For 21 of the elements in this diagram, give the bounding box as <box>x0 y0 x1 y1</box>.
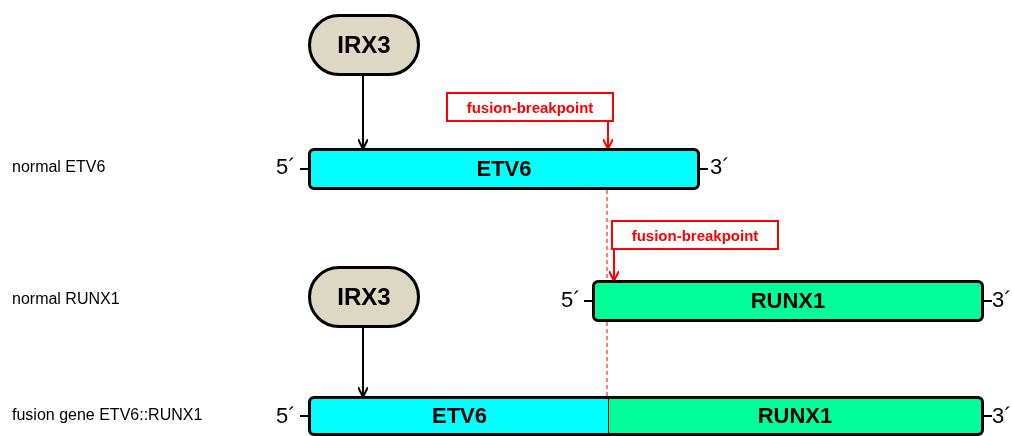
five-prime-label: 5´ <box>561 287 581 313</box>
callout-box: fusion-breakpoint <box>611 220 779 250</box>
gene-bar: RUNX1 <box>608 396 984 436</box>
row-label: normal ETV6 <box>12 158 106 176</box>
gene-bar: ETV6 <box>308 396 611 436</box>
gene-bar: ETV6 <box>308 148 700 190</box>
arrow <box>357 75 369 150</box>
five-prime-label: 5´ <box>276 403 296 429</box>
five-prime-label: 5´ <box>276 154 296 180</box>
breakpoint-line <box>606 321 608 397</box>
arrow <box>357 327 369 398</box>
three-prime-label: 3´ <box>710 154 730 180</box>
callout-box: fusion-breakpoint <box>446 92 614 122</box>
arrow <box>608 249 620 282</box>
three-prime-label: 3´ <box>992 403 1012 429</box>
row-label: fusion gene ETV6::RUNX1 <box>12 406 203 424</box>
gene-bar: RUNX1 <box>592 280 984 322</box>
three-prime-label: 3´ <box>992 287 1012 313</box>
row-label: normal RUNX1 <box>12 290 120 308</box>
arrow <box>602 121 614 150</box>
breakpoint-line <box>606 189 608 281</box>
